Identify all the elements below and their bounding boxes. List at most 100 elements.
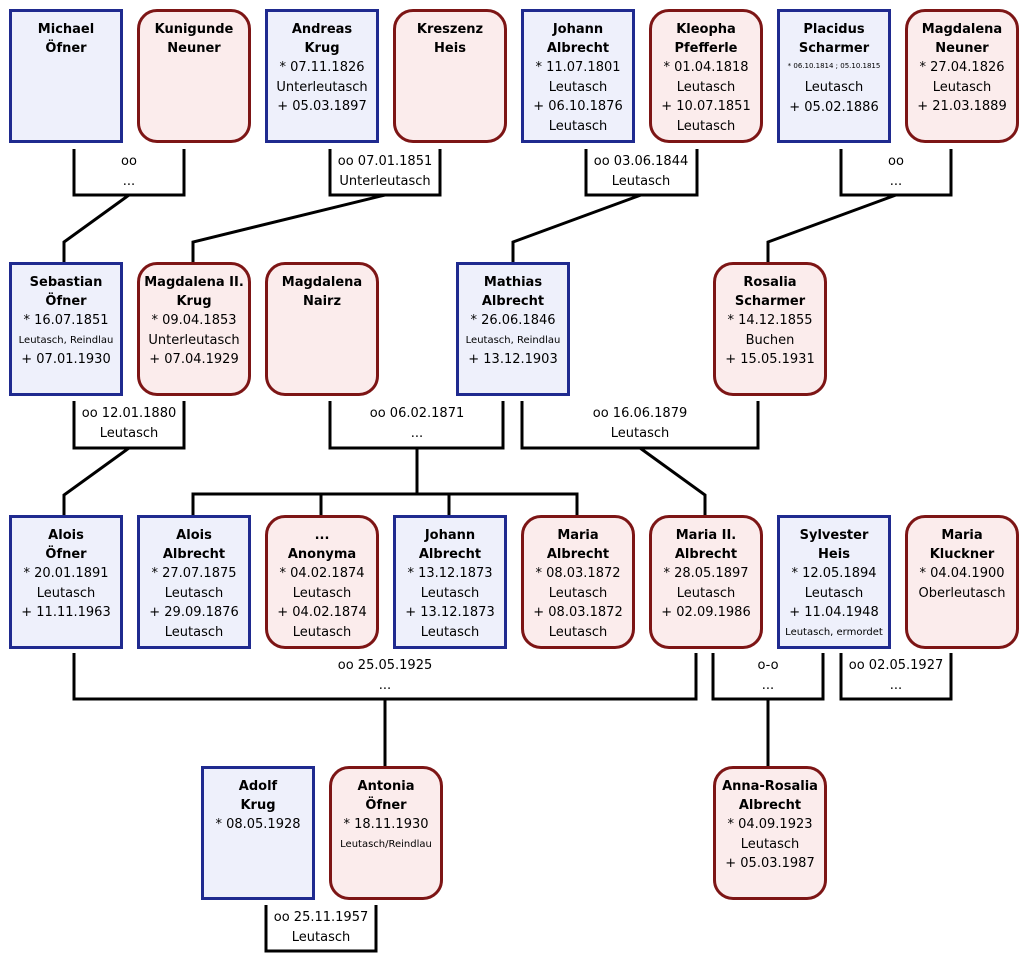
descent-line-maria-ii bbox=[639, 446, 707, 515]
union-date: oo 03.06.1844 bbox=[593, 154, 689, 169]
death-date: + 11.04.1948 bbox=[789, 605, 879, 620]
birth-date: * 04.04.1900 bbox=[919, 566, 1005, 581]
union-line-heis-kluckner bbox=[839, 653, 953, 701]
death-place: Leutasch bbox=[548, 624, 608, 640]
union-place: ... bbox=[410, 426, 424, 441]
union-place: ... bbox=[378, 678, 392, 693]
person-last-name: Scharmer bbox=[734, 294, 806, 309]
birth-place: Oberleutasch bbox=[918, 585, 1006, 601]
birth-date: * 26.06.1846 bbox=[470, 313, 556, 328]
birth-date: * 27.07.1875 bbox=[151, 566, 237, 581]
person-rosalia-scharmer: Rosalia Scharmer * 14.12.1855 Buchen + 1… bbox=[713, 262, 827, 396]
union-label-krug-oefner: oo 25.11.1957 Leutasch bbox=[274, 908, 368, 948]
person-last-name: Kluckner bbox=[929, 547, 995, 562]
person-michael-oefner: Michael Öfner bbox=[9, 9, 123, 143]
union-place: ... bbox=[889, 678, 903, 693]
union-label-nairz-mathias: oo 06.02.1871 ... bbox=[370, 404, 464, 444]
union-label-oefner-albrecht: oo 25.05.1925 ... bbox=[338, 656, 432, 696]
person-magdalena-neuner: Magdalena Neuner * 27.04.1826 Leutasch +… bbox=[905, 9, 1019, 143]
birth-place: Leutasch bbox=[932, 79, 992, 95]
birth-place: Leutasch bbox=[740, 836, 800, 852]
birth-date: * 07.11.1826 bbox=[279, 60, 365, 75]
union-place: Leutasch bbox=[610, 426, 670, 441]
death-place: Leutasch bbox=[548, 118, 608, 134]
person-antonia-oefner: Antonia Öfner * 18.11.1930 Leutasch/Rein… bbox=[329, 766, 443, 900]
person-first-name: Maria bbox=[941, 528, 983, 543]
birth-date: * 01.04.1818 bbox=[663, 60, 749, 75]
person-first-name: Johann bbox=[552, 22, 604, 37]
birth-date: * 14.12.1855 bbox=[727, 313, 813, 328]
person-last-name: Albrecht bbox=[546, 41, 610, 56]
union-label-sebastian-magdalena: oo 12.01.1880 Leutasch bbox=[82, 404, 176, 444]
person-maria-albrecht: Maria Albrecht * 08.03.1872 Leutasch + 0… bbox=[521, 515, 635, 649]
person-first-name: Rosalia bbox=[743, 275, 797, 290]
union-place: Leutasch bbox=[99, 426, 159, 441]
death-date: + 15.05.1931 bbox=[725, 352, 815, 367]
death-date: + 13.12.1873 bbox=[405, 605, 495, 620]
person-kunigunde-neuner: Kunigunde Neuner bbox=[137, 9, 251, 143]
descent-line-mathias bbox=[511, 193, 642, 262]
birth-date: * 11.07.1801 bbox=[535, 60, 621, 75]
union-place: ... bbox=[122, 174, 136, 189]
death-date: + 11.11.1963 bbox=[21, 605, 111, 620]
birth-date: * 08.03.1872 bbox=[535, 566, 621, 581]
person-last-name: Pfefferle bbox=[674, 41, 738, 56]
person-last-name: Albrecht bbox=[418, 547, 482, 562]
person-anna-rosalia-albrecht: Anna-Rosalia Albrecht * 04.09.1923 Leuta… bbox=[713, 766, 827, 900]
death-date: + 07.04.1929 bbox=[149, 352, 239, 367]
union-line-albrecht-pfefferle bbox=[584, 149, 699, 197]
person-last-name: Heis bbox=[818, 547, 850, 562]
descent-line-magdalena-krug bbox=[191, 193, 386, 262]
person-first-name: ... bbox=[314, 528, 330, 543]
person-first-name: Kleopha bbox=[676, 22, 736, 37]
person-first-name: Magdalena II. bbox=[144, 275, 244, 290]
birth-date: * 04.09.1923 bbox=[727, 817, 813, 832]
death-date: + 05.03.1897 bbox=[277, 99, 367, 114]
person-first-name: Mathias bbox=[483, 275, 543, 290]
union-label-krug-heis: oo 07.01.1851 Unterleutasch bbox=[338, 152, 432, 192]
death-date: + 05.02.1886 bbox=[789, 99, 879, 115]
union-label-heis-kluckner: oo 02.05.1927 ... bbox=[849, 656, 943, 696]
union-date: oo 12.01.1880 bbox=[81, 406, 177, 421]
union-place: Leutasch bbox=[611, 174, 671, 189]
birth-place: Leutasch bbox=[164, 585, 224, 601]
birth-date: * 06.10.1814 ; 05.10.1815 bbox=[787, 62, 881, 70]
person-last-name: Neuner bbox=[935, 41, 989, 56]
person-first-name: Alois bbox=[48, 528, 84, 543]
person-anonyma: ... Anonyma * 04.02.1874 Leutasch + 04.0… bbox=[265, 515, 379, 649]
descent-line-alois-oefner bbox=[62, 446, 130, 515]
person-last-name: Öfner bbox=[45, 547, 87, 562]
union-place: Leutasch bbox=[291, 930, 351, 945]
person-first-name: Andreas bbox=[291, 22, 353, 37]
death-date: + 02.09.1986 bbox=[661, 605, 751, 620]
birth-place: Buchen bbox=[745, 332, 795, 348]
death-date: + 13.12.1903 bbox=[468, 351, 558, 367]
death-place: Leutasch bbox=[676, 118, 736, 134]
person-maria-kluckner: Maria Kluckner * 04.04.1900 Oberleutasch bbox=[905, 515, 1019, 649]
union-place: Unterleutasch bbox=[339, 174, 431, 189]
death-date: + 08.03.1872 bbox=[533, 605, 623, 620]
union-date: oo 25.11.1957 bbox=[273, 910, 369, 925]
person-last-name: Scharmer bbox=[798, 41, 870, 56]
person-first-name: Kunigunde bbox=[154, 22, 234, 37]
person-sebastian-oefner: Sebastian Öfner * 16.07.1851 Leutasch, R… bbox=[9, 262, 123, 396]
death-place: Leutasch, ermordet bbox=[785, 626, 883, 638]
descent-line-rosalia bbox=[766, 193, 897, 262]
person-first-name: Alois bbox=[176, 528, 212, 543]
person-adolf-krug: Adolf Krug * 08.05.1928 bbox=[201, 766, 315, 900]
union-line-krug-oefner bbox=[264, 905, 378, 953]
union-date: oo bbox=[888, 154, 904, 169]
birth-date: * 16.07.1851 bbox=[23, 313, 109, 328]
person-placidus-scharmer: Placidus Scharmer * 06.10.1814 ; 05.10.1… bbox=[777, 9, 891, 143]
death-date: + 07.01.1930 bbox=[21, 351, 111, 367]
sibling-bar bbox=[191, 492, 579, 515]
person-last-name: Öfner bbox=[45, 294, 87, 309]
union-place: ... bbox=[761, 678, 775, 693]
birth-place: Leutasch bbox=[804, 585, 864, 601]
descent-line-sebastian bbox=[62, 193, 130, 262]
person-first-name: Maria II. bbox=[675, 528, 737, 543]
birth-date: * 13.12.1873 bbox=[407, 566, 493, 581]
death-date: + 29.09.1876 bbox=[149, 605, 239, 620]
union-label-oefner-neuner: oo ... bbox=[121, 152, 137, 192]
